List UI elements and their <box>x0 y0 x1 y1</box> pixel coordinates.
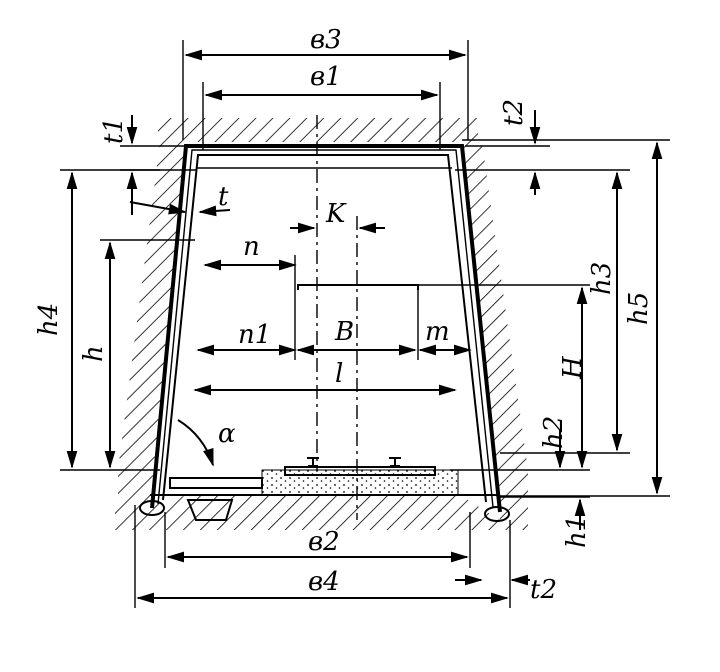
label-h2: h2 <box>539 416 569 449</box>
label-b4: в4 <box>308 567 340 597</box>
label-h: h <box>79 345 109 362</box>
label-alpha: α <box>218 419 236 449</box>
label-h4: h4 <box>34 303 64 336</box>
rail-right <box>389 457 401 467</box>
rock-top <box>158 118 478 142</box>
label-t-top-right: t2 <box>499 99 529 126</box>
label-n: n <box>243 232 260 262</box>
lining-line-3 <box>157 149 494 508</box>
label-h3: h3 <box>587 262 617 295</box>
track-floor <box>150 457 500 521</box>
label-t2: t2 <box>530 575 557 605</box>
label-t: t <box>218 182 229 212</box>
rock-left <box>118 142 186 505</box>
label-l: l <box>335 359 343 389</box>
outer-lining <box>150 144 502 513</box>
left-footing <box>139 500 165 516</box>
centerlines <box>297 115 419 520</box>
sleeper <box>284 466 436 476</box>
label-t1: t1 <box>99 117 129 144</box>
right-footing <box>484 506 510 522</box>
label-b2: в2 <box>308 527 340 557</box>
label-H: H <box>558 355 588 380</box>
rock-right <box>462 142 528 520</box>
label-B: B <box>334 317 354 347</box>
ballast-layer <box>261 469 459 496</box>
gauge-outline <box>297 284 419 290</box>
label-n1: n1 <box>238 320 271 350</box>
slab-1 <box>169 477 263 489</box>
drain-channel <box>186 499 234 521</box>
inner-lining <box>162 154 487 503</box>
rock-bottom <box>115 495 528 530</box>
tunnel-lining <box>139 144 510 522</box>
label-h1: h1 <box>562 515 592 548</box>
dimension-lines <box>60 40 670 608</box>
label-k: K <box>325 199 347 229</box>
label-b3: в3 <box>310 25 342 55</box>
dimension-labels: в3 в1 t1 t2 t K n h4 h h3 h5 n1 B m H l … <box>34 25 654 605</box>
label-b1: в1 <box>310 62 342 92</box>
label-m: m <box>425 317 450 347</box>
rock-hatching <box>115 118 528 530</box>
label-h5: h5 <box>624 292 654 325</box>
